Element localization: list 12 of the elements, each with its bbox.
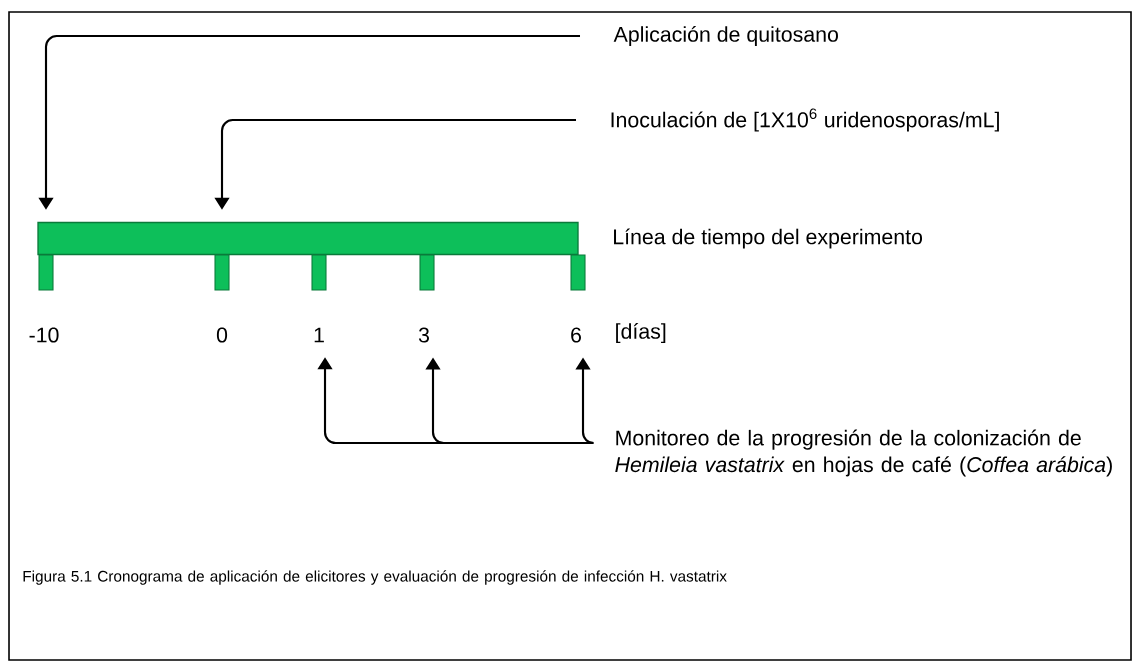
- timeline-bar: Línea de tiempo del experimento: [37, 221, 922, 256]
- tick-label: -10: [29, 327, 59, 343]
- tick-label: 6: [571, 327, 581, 343]
- unit-label: [días]: [616, 322, 666, 344]
- annotation-text: Inoculación de [1X10$^{6}$ uridenosporas/mL]: [611, 108, 999, 132]
- annotation-text: Aplicación de quitosano: [613, 25, 838, 47]
- tick-label: 1: [314, 327, 324, 343]
- annotation-text: Monitoreo de la progresión de la colonización de Hemileia vastatrix en hojas de café (Coffea arábica): [615, 429, 1112, 477]
- tick-label: 3: [418, 327, 429, 343]
- tick-label: 0: [216, 327, 228, 343]
- figure-caption: Figura 5.1 Cronograma de aplicación de elicitores y evaluación de progresión de infección H. vastatrix: [23, 570, 727, 585]
- node-label: Línea de tiempo del experimento: [614, 228, 923, 249]
